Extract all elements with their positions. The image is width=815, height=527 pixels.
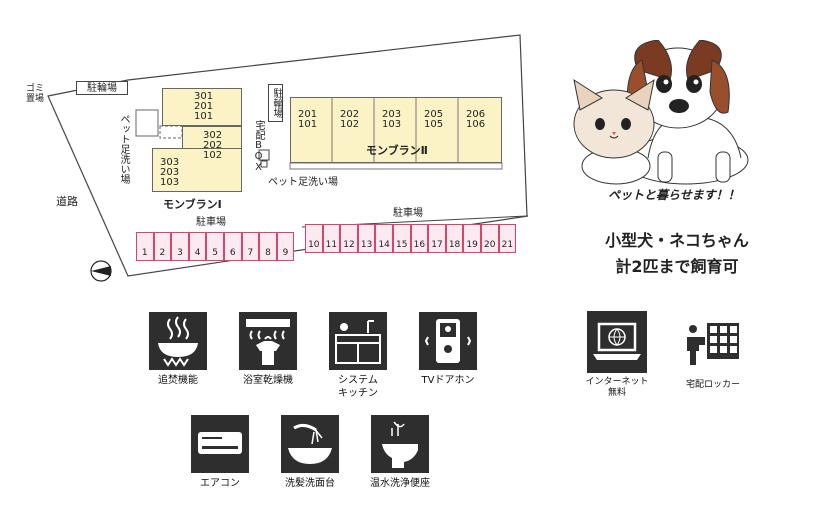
parking-slot: 18 bbox=[445, 224, 464, 253]
pet-policy-message: 小型犬・ネコちゃん 計2匹まで飼育可 bbox=[572, 228, 782, 280]
garbage-label: ゴミ置場 bbox=[26, 84, 45, 104]
equipment-reheat-bath: 追焚機能 bbox=[133, 312, 223, 387]
shampoo-vanity-icon bbox=[288, 423, 332, 464]
air-conditioner-icon bbox=[198, 432, 242, 454]
cat-illustration bbox=[573, 78, 655, 185]
building-1-room: 302 202 102 bbox=[203, 130, 223, 161]
equipment-tv-intercom: TVドアホン bbox=[403, 312, 493, 387]
bicycle-parking: 駐輪場 bbox=[76, 81, 128, 95]
equipment-washlet-toilet: 温水洗浄便座 bbox=[355, 415, 445, 490]
building-2-room: 205 105 bbox=[424, 109, 444, 130]
building-1-name: モンブランⅠ bbox=[163, 198, 222, 211]
building-1-block-a bbox=[162, 88, 242, 126]
parking-slot: 15 bbox=[392, 224, 411, 253]
building-2-room: 206 106 bbox=[466, 109, 486, 130]
building-1-block-c bbox=[152, 148, 242, 192]
equipment-label: インターネット 無料 bbox=[585, 377, 649, 398]
parking-slot: 10 bbox=[305, 224, 323, 253]
building-2-room: 202 102 bbox=[340, 109, 360, 130]
equipment-bathroom-dryer: 浴室乾燥機 bbox=[223, 312, 313, 387]
pet-caption: ペットと暮らせます！！ bbox=[608, 188, 740, 202]
parking-slot: 16 bbox=[410, 224, 429, 253]
equipment-internet-free: インターネット 無料 bbox=[572, 311, 662, 399]
building-2-room: 201 101 bbox=[298, 109, 318, 130]
bathroom-dryer-icon bbox=[246, 319, 290, 365]
equipment-air-conditioner: エアコン bbox=[175, 415, 265, 490]
bicycle-parking-2: 駐輪場 bbox=[268, 84, 283, 122]
pet-illustration bbox=[573, 40, 749, 185]
building-1-room: 303 203 103 bbox=[160, 157, 180, 188]
equipment-shampoo-vanity: 洗髪洗面台 bbox=[265, 415, 355, 490]
equipment-delivery-locker: 宅配ロッカー bbox=[668, 314, 758, 391]
equipment-label: システム キッチン bbox=[338, 375, 378, 399]
equipment-label: 追焚機能 bbox=[158, 375, 198, 386]
parking-slot: 19 bbox=[463, 224, 481, 253]
dog-illustration bbox=[623, 40, 749, 185]
equipment-label: 温水洗浄便座 bbox=[370, 478, 430, 489]
reheat-bath-icon bbox=[158, 316, 198, 367]
parking-right-label: 駐車場 bbox=[393, 208, 423, 219]
equipment-label: 洗髪洗面台 bbox=[285, 478, 335, 489]
building-2-room: 203 103 bbox=[382, 109, 402, 130]
parking-slot: 8 bbox=[259, 232, 277, 261]
pet-wash-left-label: ペット足洗い場 bbox=[118, 114, 129, 184]
pet-policy-line-2: 計2匹まで飼育可 bbox=[615, 257, 739, 276]
parking-slot: 2 bbox=[153, 232, 172, 261]
parking-slot: 11 bbox=[322, 224, 341, 253]
pet-policy-line-1: 小型犬・ネコちゃん bbox=[605, 231, 749, 250]
building-2 bbox=[290, 97, 502, 163]
tv-intercom-icon bbox=[424, 319, 472, 363]
parking-slot: 20 bbox=[480, 224, 499, 253]
parking-slot: 6 bbox=[223, 232, 242, 261]
parking-slot: 4 bbox=[188, 232, 207, 261]
parking-left-label: 駐車場 bbox=[196, 217, 226, 228]
system-kitchen-icon bbox=[335, 320, 381, 364]
parking-slot: 14 bbox=[375, 224, 393, 253]
building-2-name: モンブランⅡ bbox=[366, 144, 428, 157]
delivery-locker-icon bbox=[687, 323, 739, 365]
parking-slot: 21 bbox=[498, 224, 517, 253]
washlet-toilet-icon bbox=[382, 421, 418, 468]
parking-slot: 7 bbox=[241, 232, 260, 261]
parking-slot: 13 bbox=[357, 224, 376, 253]
equipment-label: エアコン bbox=[200, 478, 240, 489]
equipment-label: 浴室乾燥機 bbox=[243, 375, 293, 386]
delivery-box-label: 宅配BOX bbox=[253, 120, 264, 173]
parking-slot: 5 bbox=[206, 232, 224, 261]
site-map: ゴミ置場 駐輪場 ペット足洗い場 道路 301 201 101 302 202 … bbox=[0, 0, 560, 290]
parking-slot: 17 bbox=[428, 224, 446, 253]
building-2-dividers bbox=[331, 97, 459, 163]
road-label: 道路 bbox=[56, 195, 78, 208]
parking-slot: 1 bbox=[136, 232, 154, 261]
pet-wash-bottom-label: ペット足洗い場 bbox=[268, 177, 338, 188]
parking-slot: 3 bbox=[171, 232, 189, 261]
equipment-system-kitchen: システム キッチン bbox=[313, 312, 403, 400]
building-1-room: 301 201 101 bbox=[194, 91, 214, 122]
parking-slot: 12 bbox=[340, 224, 358, 253]
equipment-label: TVドアホン bbox=[421, 375, 475, 386]
internet-free-icon bbox=[593, 322, 641, 360]
parking-slot: 9 bbox=[276, 232, 295, 261]
equipment-label: 宅配ロッカー bbox=[685, 380, 740, 390]
